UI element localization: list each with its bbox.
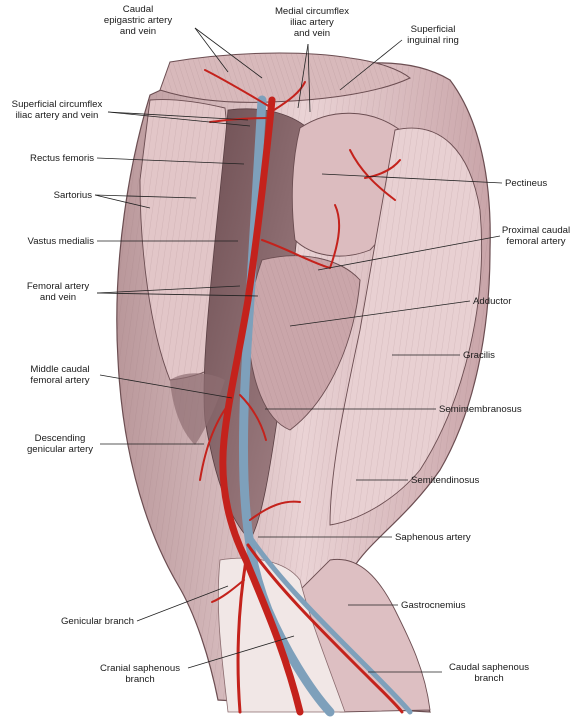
label-rectus-femoris: Rectus femoris (30, 153, 94, 164)
label-vastus-medialis: Vastus medialis (27, 236, 94, 247)
abdominal-band-fibers (160, 53, 410, 103)
label-adductor: Adductor (473, 296, 512, 307)
label-caudal-saphenous: Caudal saphenous branch (448, 662, 530, 684)
label-saphenous-artery: Saphenous artery (395, 532, 471, 543)
femoral-artery (219, 96, 304, 716)
label-descending-genicular: Descending genicular artery (26, 433, 94, 455)
adductor-fibers (248, 255, 360, 430)
label-caudal-epigastric: Caudal epigastric artery and vein (103, 4, 173, 37)
label-proximal-caudal-femoral: Proximal caudal femoral artery (501, 225, 571, 247)
knee-shadow (170, 373, 225, 445)
label-middle-caudal-femoral: Middle caudal femoral artery (30, 364, 90, 386)
label-medial-circumflex: Medial circumflex iliac artery and vein (274, 6, 350, 39)
arterial-branches (199, 69, 401, 603)
label-femoral-artery-vein: Femoral artery and vein (26, 281, 90, 303)
label-superficial-circumflex: Superficial circumflex iliac artery and … (11, 99, 103, 121)
label-cranial-saphenous: Cranial saphenous branch (99, 663, 181, 685)
label-superficial-inguinal-ring: Superficial inguinal ring (407, 24, 459, 46)
label-semimembranosus: Semimembranosus (439, 404, 522, 415)
label-semitendinosus: Semitendinosus (411, 475, 480, 486)
pectineus-muscle (291, 112, 405, 257)
sartorius-fibers (140, 99, 231, 381)
caudal-saphenous-vessel (249, 537, 413, 715)
cranial-saphenous-vessel (236, 558, 248, 714)
caudal-saphenous-artery (246, 543, 404, 714)
label-sartorius: Sartorius (53, 190, 92, 201)
gracilis-fibers (330, 128, 482, 526)
label-gracilis: Gracilis (463, 350, 495, 361)
label-gastrocnemius: Gastrocnemius (401, 600, 466, 611)
label-pectineus: Pectineus (505, 178, 548, 189)
label-genicular-branch: Genicular branch (60, 616, 134, 627)
leader-lines (94, 27, 503, 673)
